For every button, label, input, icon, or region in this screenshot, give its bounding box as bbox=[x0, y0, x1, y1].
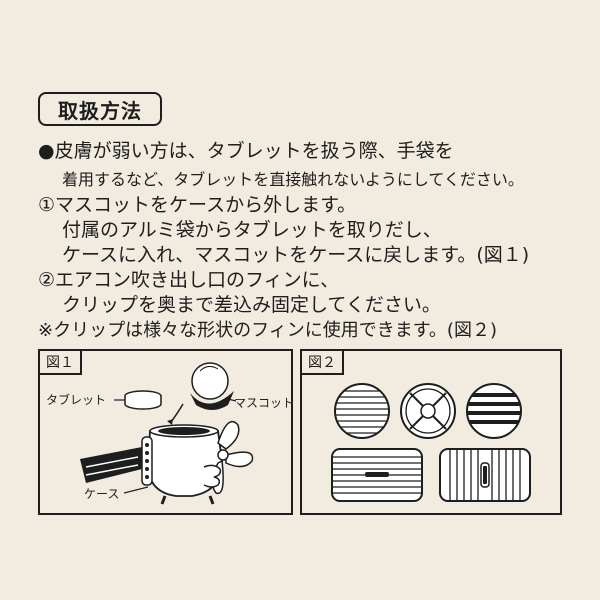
instruction-line-7: クリップを奥まで差込み固定してください。 bbox=[62, 294, 441, 316]
instruction-line-8: ※クリップは様々な形状のフィンに使用できます。(図２) bbox=[38, 320, 497, 341]
vent-round-thick bbox=[466, 383, 522, 439]
mascot-dome bbox=[191, 362, 229, 400]
figure-1-illustration bbox=[80, 362, 254, 505]
instruction-line-2: 着用するなど、タブレットを直接触れないようにしてください。 bbox=[62, 170, 524, 189]
instruction-line-1: ●皮膚が弱い方は、タブレットを扱う際、手袋を bbox=[38, 140, 454, 162]
instruction-line-5: ケースに入れ、マスコットをケースに戻します。(図１) bbox=[62, 244, 530, 266]
clip bbox=[80, 447, 142, 483]
vent-round-horizontal bbox=[334, 383, 390, 439]
vent-rect-horizontal bbox=[331, 448, 423, 502]
instruction-line-4: 付属のアルミ袋からタブレットを取りだし、 bbox=[62, 219, 442, 241]
label-mascot: マスコット bbox=[234, 396, 295, 410]
label-case: ケース bbox=[84, 487, 120, 501]
case-leader-line bbox=[123, 486, 149, 494]
vent-round-cross bbox=[400, 383, 456, 439]
case-feet bbox=[160, 495, 215, 505]
figure-2-panel: 図２ bbox=[300, 349, 562, 515]
section-title: 取扱方法 bbox=[38, 92, 162, 126]
fan-blade-top bbox=[217, 420, 240, 450]
insert-arrow bbox=[167, 419, 173, 425]
hand bbox=[203, 464, 222, 488]
mascot-leader-line bbox=[227, 398, 237, 402]
vent-rect-vertical bbox=[439, 448, 531, 502]
figure-1-tag: 図１ bbox=[40, 351, 82, 375]
instruction-line-6: ②エアコン吹き出し口のフィンに、 bbox=[38, 269, 340, 291]
fan-blade-right bbox=[225, 451, 254, 468]
tablet-side bbox=[124, 396, 162, 410]
figure-2-illustration bbox=[331, 383, 531, 502]
figure-1-panel: 図１ タブレット マスコット ケース bbox=[38, 349, 295, 515]
figure-2-tag: 図２ bbox=[302, 351, 344, 375]
mascot-base bbox=[190, 391, 234, 410]
instruction-line-3: ①マスコットをケースから外します。 bbox=[38, 194, 357, 216]
label-tablet: タブレット bbox=[46, 393, 107, 407]
